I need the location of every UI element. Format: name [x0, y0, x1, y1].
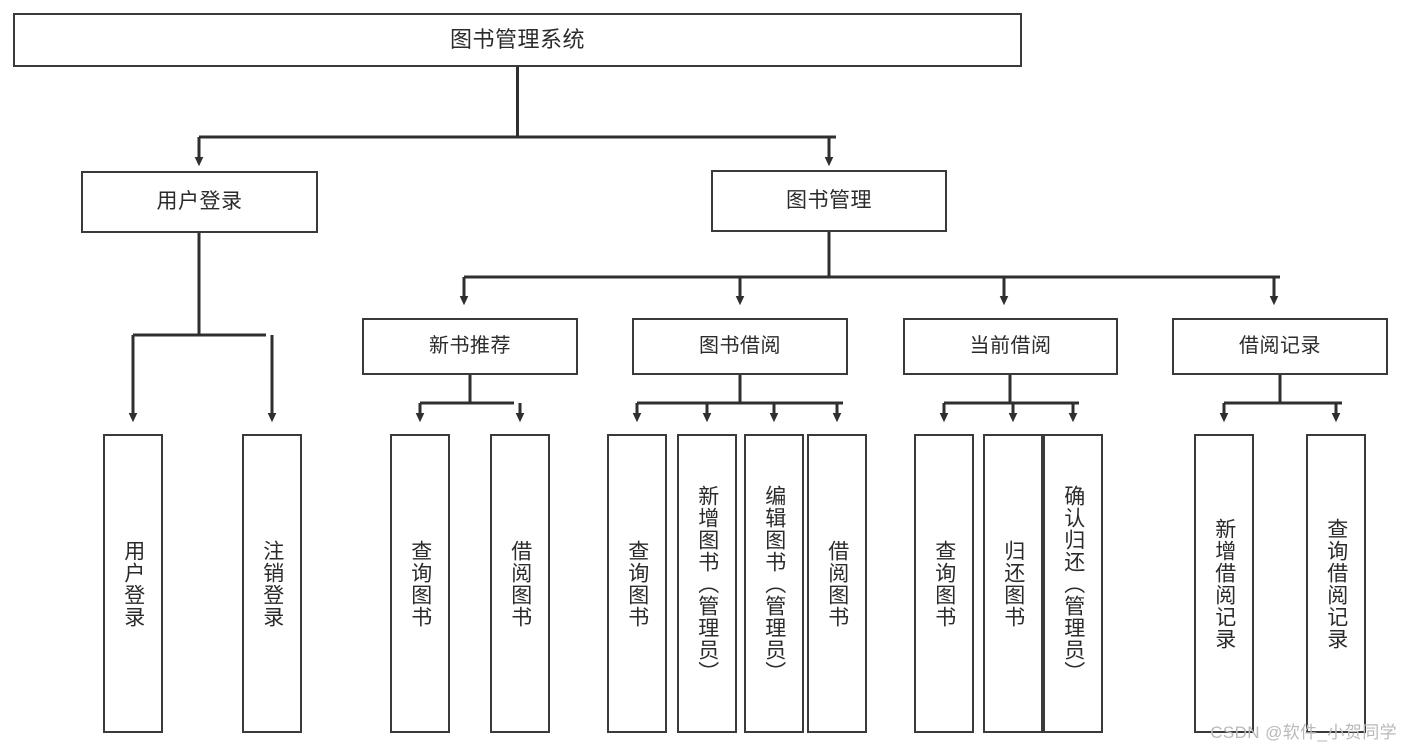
node-new-book-recommend[interactable]: 新书推荐 [362, 318, 578, 375]
node-label: 当前借阅 [969, 335, 1052, 358]
node-label: 新增借阅记录 [1212, 517, 1236, 650]
node-label: 查询图书 [932, 539, 956, 628]
leaf-query-book-recommend[interactable]: 查询图书 [390, 434, 450, 733]
leaf-query-book-current[interactable]: 查询图书 [914, 434, 974, 733]
node-label: 新书推荐 [429, 335, 511, 358]
node-user-login[interactable]: 用户登录 [81, 171, 318, 233]
leaf-query-book-borrow[interactable]: 查询图书 [607, 434, 667, 733]
node-label: 新增图书（管理员） [695, 484, 719, 683]
leaf-user-login[interactable]: 用户登录 [103, 434, 163, 733]
node-label: 注销登录 [260, 539, 284, 628]
leaf-query-borrow-record[interactable]: 查询借阅记录 [1306, 434, 1366, 733]
leaf-logout[interactable]: 注销登录 [242, 434, 302, 733]
node-current-borrow[interactable]: 当前借阅 [903, 318, 1118, 375]
node-label: 借阅图书 [508, 539, 532, 628]
leaf-borrow-book-recommend[interactable]: 借阅图书 [490, 434, 550, 733]
node-label: 图书管理 [786, 189, 872, 213]
leaf-return-book[interactable]: 归还图书 [983, 434, 1043, 733]
node-label: 查询借阅记录 [1324, 517, 1348, 650]
node-label: 借阅图书 [825, 539, 849, 628]
node-label: 查询图书 [625, 539, 649, 628]
node-label: 确认归还（管理员） [1061, 484, 1085, 683]
node-borrow-record[interactable]: 借阅记录 [1172, 318, 1388, 375]
node-label: 编辑图书（管理员） [762, 484, 786, 683]
leaf-edit-book-admin[interactable]: 编辑图书（管理员） [744, 434, 804, 733]
node-label: 图书管理系统 [449, 26, 585, 52]
node-label: 用户登录 [156, 190, 243, 214]
leaf-add-book-admin[interactable]: 新增图书（管理员） [677, 434, 737, 733]
leaf-add-borrow-record[interactable]: 新增借阅记录 [1194, 434, 1254, 733]
leaf-borrow-book[interactable]: 借阅图书 [807, 434, 867, 733]
csdn-watermark: CSDN @软件_小贺同学 [1210, 723, 1397, 742]
node-label: 图书借阅 [699, 335, 781, 358]
node-label: 用户登录 [121, 539, 145, 628]
node-label: 归还图书 [1001, 539, 1025, 628]
leaf-confirm-return-admin[interactable]: 确认归还（管理员） [1043, 434, 1103, 733]
node-label: 查询图书 [408, 539, 432, 628]
node-root-system[interactable]: 图书管理系统 [13, 13, 1022, 67]
node-book-borrow[interactable]: 图书借阅 [632, 318, 848, 375]
node-book-management[interactable]: 图书管理 [711, 170, 947, 232]
node-label: 借阅记录 [1239, 335, 1321, 358]
